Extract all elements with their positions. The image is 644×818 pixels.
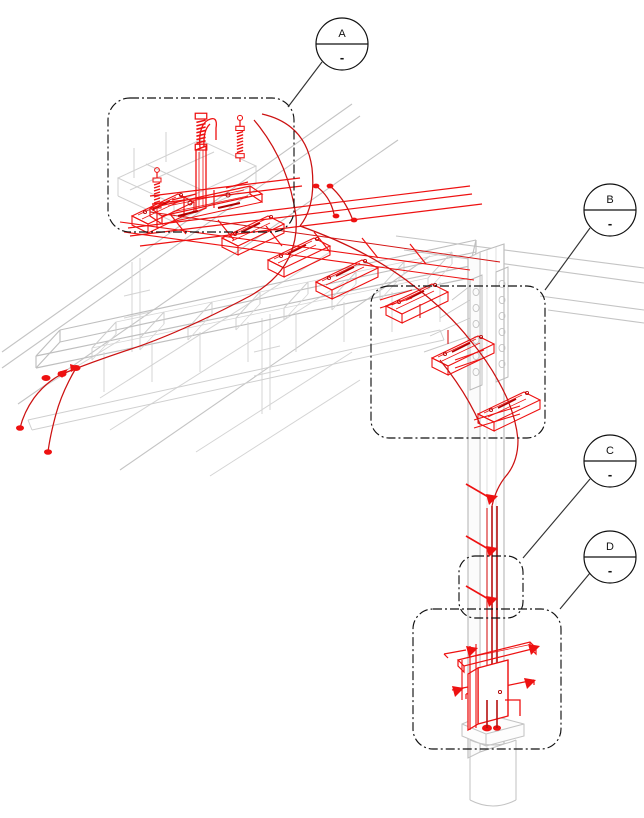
callout-d-letter: D xyxy=(606,541,614,553)
callout-a-letter: A xyxy=(338,28,346,40)
callout-d[interactable]: D - xyxy=(583,530,637,584)
leader-d xyxy=(559,572,591,610)
leader-a xyxy=(287,61,323,108)
cable-clamp-bracket xyxy=(465,483,498,607)
callout-c[interactable]: C - xyxy=(583,434,637,488)
leader-b xyxy=(544,227,591,291)
callout-c-sublabel: - xyxy=(608,467,612,482)
callout-bubbles: A - B - C - D - xyxy=(315,17,637,584)
leader-c xyxy=(522,478,591,559)
structural-linework xyxy=(1,103,644,477)
detail-region-a xyxy=(107,97,295,233)
callout-d-sublabel: - xyxy=(608,563,612,578)
callout-a[interactable]: A - xyxy=(315,17,369,71)
truss-drop-hangers xyxy=(103,282,441,392)
red-cable-routing xyxy=(16,113,519,700)
callout-c-letter: C xyxy=(606,445,614,457)
truss-lattice-diagonals xyxy=(91,251,453,361)
detail-region-boundaries xyxy=(107,97,562,750)
callout-b[interactable]: B - xyxy=(583,183,637,237)
base-junction-cabinet xyxy=(443,641,540,732)
callout-b-sublabel: - xyxy=(608,216,612,231)
red-equipment-chords xyxy=(119,177,501,281)
catenary-contact-wires xyxy=(1,103,644,471)
callout-leader-lines xyxy=(287,61,591,610)
background-support-frames xyxy=(44,251,361,477)
detail-region-d xyxy=(412,608,562,750)
section-reference-lines xyxy=(0,160,644,749)
detail-region-c xyxy=(458,555,524,619)
detail-region-b xyxy=(370,285,546,439)
callout-a-sublabel: - xyxy=(340,50,344,65)
cantilever-registration-arm xyxy=(148,112,264,228)
callout-b-letter: B xyxy=(606,194,613,206)
